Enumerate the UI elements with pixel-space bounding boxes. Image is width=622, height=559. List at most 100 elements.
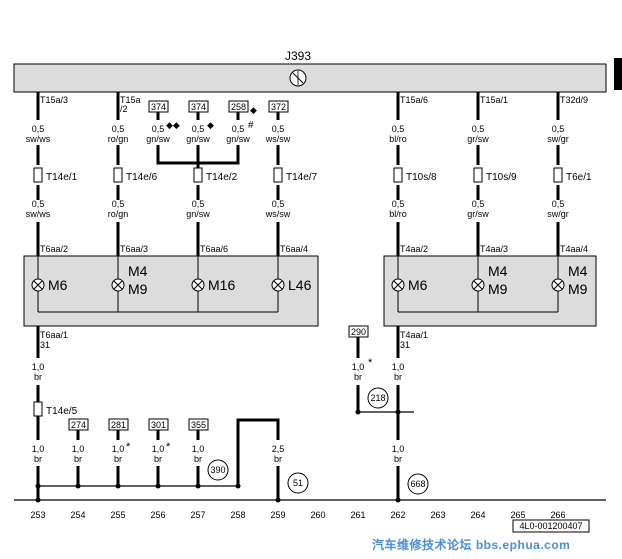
svg-text:T15a/1: T15a/1 xyxy=(480,95,508,105)
svg-text:257: 257 xyxy=(190,510,205,520)
svg-text:M16: M16 xyxy=(208,277,235,293)
svg-text:T4aa/2: T4aa/2 xyxy=(400,244,428,254)
svg-text:0,5: 0,5 xyxy=(232,124,245,134)
svg-text:T6e/1: T6e/1 xyxy=(566,172,592,183)
left-lamp-housing xyxy=(23,255,319,327)
wire-traces xyxy=(36,92,560,256)
svg-text:L46: L46 xyxy=(288,277,312,293)
svg-text:T14e/1: T14e/1 xyxy=(46,172,78,183)
right-lamp-housing xyxy=(383,255,597,327)
ground-wires xyxy=(36,326,400,500)
svg-text:0,5: 0,5 xyxy=(112,124,125,134)
light-bulb-icon xyxy=(289,69,307,87)
junction-dots xyxy=(35,409,401,503)
svg-text:301: 301 xyxy=(151,420,166,430)
boxed-refs-top: 374 374 258 372 ◆◆ ◆ ◆ # xyxy=(148,100,289,131)
svg-text:372: 372 xyxy=(271,102,286,112)
svg-text:M4: M4 xyxy=(488,263,508,279)
svg-text:0,5: 0,5 xyxy=(552,199,565,209)
svg-text:31: 31 xyxy=(40,340,50,350)
svg-text:0,5: 0,5 xyxy=(192,199,205,209)
svg-text:T14e/2: T14e/2 xyxy=(206,172,238,183)
svg-text:◆: ◆ xyxy=(250,105,257,115)
svg-text:51: 51 xyxy=(293,478,303,488)
svg-text:ro/gn: ro/gn xyxy=(108,134,129,144)
svg-text:M6: M6 xyxy=(48,277,68,293)
svg-text:374: 374 xyxy=(191,102,206,112)
svg-text:T15a: T15a xyxy=(120,95,141,105)
svg-text:1,0: 1,0 xyxy=(152,444,165,454)
svg-text:T6aa/4: T6aa/4 xyxy=(280,244,308,254)
svg-text:bl/ro: bl/ro xyxy=(389,134,407,144)
svg-text:br: br xyxy=(34,372,42,382)
svg-text:2,5: 2,5 xyxy=(272,444,285,454)
svg-text:T10s/8: T10s/8 xyxy=(406,172,437,183)
ground-bus-lines xyxy=(14,411,606,501)
svg-text:0,5: 0,5 xyxy=(392,124,405,134)
svg-text:1,0: 1,0 xyxy=(72,444,85,454)
svg-text:br: br xyxy=(154,454,162,464)
svg-text:*: * xyxy=(368,357,373,369)
svg-text:390: 390 xyxy=(210,465,225,475)
svg-text:255: 255 xyxy=(110,510,125,520)
svg-text:T4aa/1: T4aa/1 xyxy=(400,330,428,340)
svg-text:290: 290 xyxy=(351,327,366,337)
svg-text:1,0: 1,0 xyxy=(32,362,45,372)
svg-text:T10s/9: T10s/9 xyxy=(486,172,517,183)
svg-text:ws/sw: ws/sw xyxy=(265,209,291,219)
svg-text:T6aa/1: T6aa/1 xyxy=(40,330,68,340)
svg-text:355: 355 xyxy=(191,420,206,430)
svg-text:◆◆: ◆◆ xyxy=(166,120,180,130)
svg-text:0,5: 0,5 xyxy=(472,199,485,209)
svg-text:0,5: 0,5 xyxy=(32,199,45,209)
svg-text:bl/ro: bl/ro xyxy=(389,209,407,219)
svg-text:sw/gr: sw/gr xyxy=(547,209,569,219)
svg-text:sw/gr: sw/gr xyxy=(547,134,569,144)
wire-labels-ground: 1,0br 1,0br 1,0br 1,0br 1,0br 1,0br 2,5b… xyxy=(32,362,405,464)
figure-id-box xyxy=(512,519,590,533)
svg-text:br: br xyxy=(394,372,402,382)
boxed-refs-lower: 290 * 274 281 301 355 * * xyxy=(68,325,373,453)
svg-text:T6aa/6: T6aa/6 xyxy=(200,244,228,254)
wire-labels-upper: 0,5sw/ws 0,5ro/gn 0,5gn/sw 0,5gn/sw 0,5g… xyxy=(26,124,569,144)
svg-text:1,0: 1,0 xyxy=(112,444,125,454)
svg-text:261: 261 xyxy=(350,510,365,520)
svg-text:1,0: 1,0 xyxy=(32,444,45,454)
svg-text:0,5: 0,5 xyxy=(272,124,285,134)
svg-text:br: br xyxy=(194,454,202,464)
svg-text:1,0: 1,0 xyxy=(352,362,365,372)
svg-text:*: * xyxy=(126,441,131,453)
svg-text:253: 253 xyxy=(30,510,45,520)
svg-text:br: br xyxy=(74,454,82,464)
svg-text:259: 259 xyxy=(270,510,285,520)
box-connector-labels: T6aa/2 T6aa/3 T6aa/6 T6aa/4 T4aa/2 T4aa/… xyxy=(40,244,588,254)
svg-text:sw/ws: sw/ws xyxy=(26,209,51,219)
svg-text:gr/sw: gr/sw xyxy=(467,134,489,144)
svg-text:265: 265 xyxy=(510,510,525,520)
svg-text:263: 263 xyxy=(430,510,445,520)
svg-text:br: br xyxy=(394,454,402,464)
svg-text:T4aa/3: T4aa/3 xyxy=(480,244,508,254)
svg-text:#: # xyxy=(248,120,254,131)
circle-refs: 390 51 218 668 xyxy=(207,387,429,495)
svg-text:T14e/6: T14e/6 xyxy=(126,172,158,183)
svg-text:M6: M6 xyxy=(408,277,428,293)
svg-text:T6aa/3: T6aa/3 xyxy=(120,244,148,254)
svg-text:281: 281 xyxy=(111,420,126,430)
svg-text:gn/sw: gn/sw xyxy=(186,134,210,144)
svg-text:T15a/6: T15a/6 xyxy=(400,95,428,105)
lower-connector-labels: T6aa/1 31 T4aa/1 31 xyxy=(40,330,428,350)
svg-text:M4: M4 xyxy=(568,263,588,279)
svg-text:274: 274 xyxy=(71,420,86,430)
svg-text:T32d/9: T32d/9 xyxy=(560,95,588,105)
svg-text:1,0: 1,0 xyxy=(392,362,405,372)
svg-text:0,5: 0,5 xyxy=(112,199,125,209)
svg-text:/2: /2 xyxy=(120,104,128,114)
svg-text:0,5: 0,5 xyxy=(152,124,165,134)
lamp-internal-wiring xyxy=(37,256,559,313)
lamp-labels: M6 M4 M9 M16 L46 M6 M4 M9 M4 M9 xyxy=(48,263,588,297)
control-unit-box xyxy=(13,63,607,93)
svg-text:0,5: 0,5 xyxy=(32,124,45,134)
svg-text:br: br xyxy=(114,454,122,464)
svg-text:T14e/5: T14e/5 xyxy=(46,406,78,417)
